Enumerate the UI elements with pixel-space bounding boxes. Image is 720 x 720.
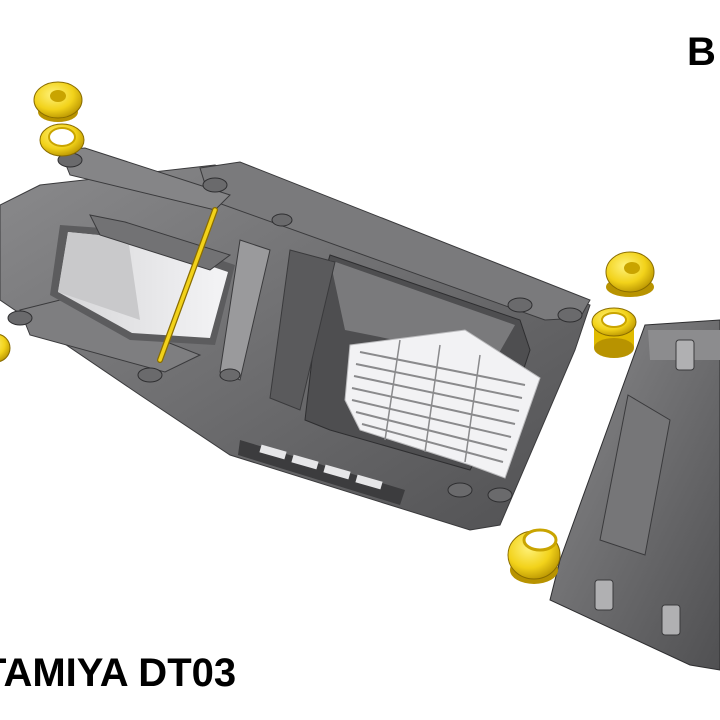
model-name-label: TAMIYA DT03 — [0, 651, 237, 695]
mounting-posts — [7, 152, 583, 503]
bushing-top-left-1 — [33, 81, 83, 122]
bushing-right-2 — [591, 307, 637, 358]
corner-label: B — [687, 30, 716, 74]
bushing-top-left-2 — [39, 123, 85, 157]
battery-cover-plate — [549, 319, 720, 671]
side-vents — [238, 440, 405, 505]
battery-bay — [304, 254, 541, 479]
bushing-bottom — [507, 528, 561, 584]
bushing-left-edge — [0, 334, 11, 362]
gold-shaft — [157, 207, 218, 363]
bushing-right-1 — [605, 251, 655, 297]
